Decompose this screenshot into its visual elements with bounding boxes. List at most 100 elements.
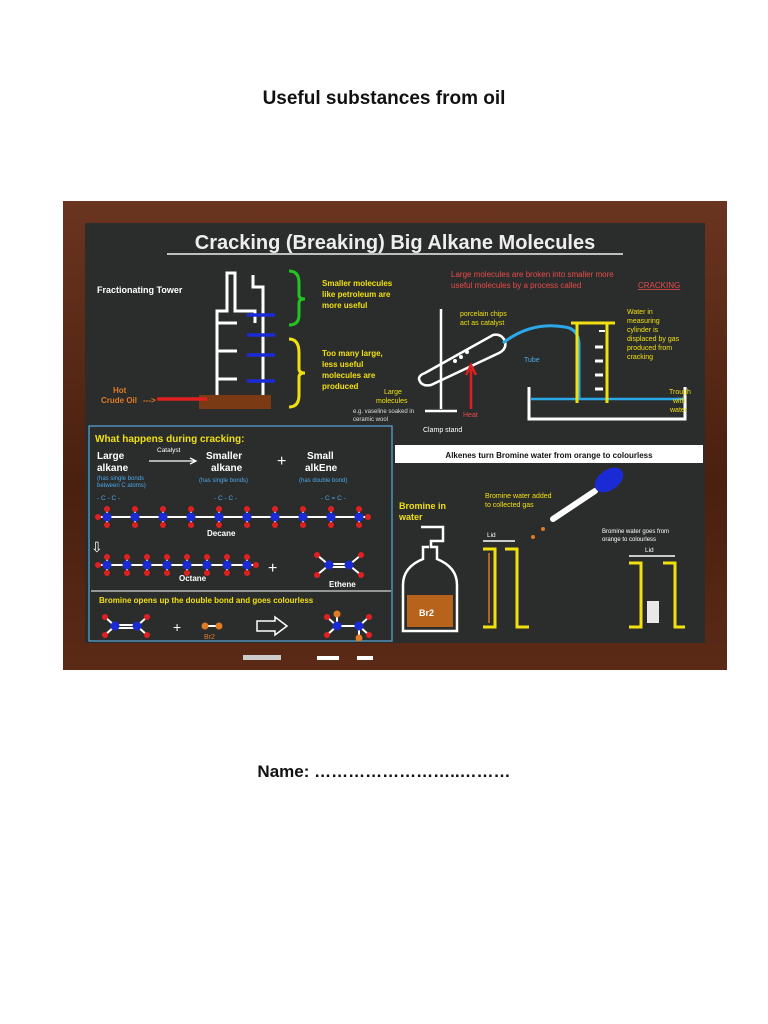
plus-sign-2: + [268,560,277,577]
alkenes-banner-bg [395,445,703,463]
bromine-in-water-label: Bromine in water [398,501,446,522]
large-alkane-note-line: between C atoms) [97,483,146,489]
boiling-tube [417,333,507,387]
porcelain-line: porcelain chips [460,311,507,318]
intro-line: useful molecules by a process called [451,281,581,290]
tube-label: Tube [524,357,540,364]
large-alkane-line: alkane [97,463,129,474]
down-arrow-icon: ⇩ [91,539,103,555]
lid-label-2: Lid [645,547,654,554]
dibromo-product-molecule [324,610,372,642]
ethene-label: Ethene [329,580,356,589]
crude-oil-arrow: ---> [143,396,156,405]
clamp-stand-drawing [425,309,457,413]
fractionating-tower-label: Fractionating Tower [97,285,183,295]
heat-arrow-head [464,362,478,376]
page-title: Useful substances from oil [262,88,506,109]
br2-bottle-label: Br2 [419,608,434,618]
chalkboard-frame: Cracking (Breaking) Big Alkane Molecules… [63,201,727,670]
chalk-tray [223,653,523,663]
smaller-molecules-text: Smaller molecules like petroleum are mor… [322,279,393,310]
alkenes-banner-text: Alkenes turn Bromine water from orange t… [445,451,653,460]
small-alkene-line: Small [307,451,334,462]
ethene-molecule [314,552,364,578]
porcelain-line: act as catalyst [460,320,504,327]
smaller-molecules-line: more useful [322,301,367,310]
heat-label: Heat [463,412,478,419]
bromine-added-line: to collected gas [485,502,534,509]
smaller-alkane-line: Smaller [206,451,242,462]
trough-text: Trough with water [669,389,691,414]
bromine-goes-line: orange to colourless [602,537,656,543]
bond-single-2: - C - C - [214,495,237,502]
octane-molecule [95,554,259,576]
too-many-line: less useful [322,360,363,369]
cylinder-line: Water in [627,309,653,316]
too-many-line: produced [322,382,359,391]
bromine-goes-line: Bromine water goes from [602,529,669,535]
trough-line: water [669,407,688,414]
name-field[interactable]: Name: ……………………..……… [257,762,511,781]
test-tube-orange [483,547,529,629]
large-alkane-line: Large [97,451,125,462]
chalkboard: Cracking (Breaking) Big Alkane Molecules… [85,223,705,643]
cylinder-line: displaced by gas [627,336,680,343]
crude-oil-pool [199,395,271,409]
cylinder-line: cylinder is [627,327,659,334]
measuring-cylinder [571,321,615,403]
smaller-molecules-line: like petroleum are [322,290,391,299]
tower-trays [247,313,275,383]
cylinder-line: measuring [627,318,660,325]
bromine-molecule [201,622,223,630]
small-alkene-label: Small alkEne [305,451,338,474]
vaseline-line: ceramic wool [353,417,388,423]
delivery-tube [502,324,581,399]
bromine-goes-text: Bromine water goes from orange to colour… [602,529,669,543]
too-many-line: molecules are [322,371,376,380]
hot-label: Hot [113,386,127,395]
alkene-reactant-molecule [102,614,150,638]
trough-drawing [527,387,687,421]
poster-heading: Cracking (Breaking) Big Alkane Molecules [195,232,595,254]
reaction-arrow-icon [256,615,289,637]
bromine-bottle [401,525,459,633]
green-bracket [288,269,306,327]
clamp-stand-label: Clamp stand [423,427,462,434]
cylinder-line: produced from [627,345,672,352]
colourless-solution [647,601,659,623]
cracking-panel-border [88,425,393,642]
large-alkane-note: (has single bonds between C atoms) [97,476,146,489]
decane-label: Decane [207,529,236,538]
vaseline-text: e.g. vaseline soaked in ceramic wool [353,409,414,423]
decane-molecule [95,506,371,528]
catalyst-label: Catalyst [157,447,181,454]
plus-sign-3: + [173,619,181,635]
large-molecules-line: Large [384,389,402,396]
trough-line: with [672,398,686,405]
large-molecules-text: Large molecules [376,389,408,405]
smaller-molecules-line: Smaller molecules [322,279,393,288]
cracking-poster: Cracking (Breaking) Big Alkane Molecules… [88,232,703,642]
plus-sign: + [277,453,286,470]
bromine-in-water-line: water [398,512,423,522]
bromine-in-water-line: Bromine in [399,501,446,511]
test-tube-colourless [629,561,685,629]
large-alkane-note-line: (has single bonds [97,476,144,482]
bromine-added-line: Bromine water added [485,493,552,500]
too-many-line: Too many large, [322,349,383,358]
small-alkene-line: alkEne [305,463,338,474]
bond-double: - C = C - [321,495,346,502]
small-alkene-note: (has double bond) [299,478,347,484]
cylinder-line: cracking [627,354,653,361]
bromine-opens-text: Bromine opens up the double bond and goe… [99,596,314,605]
yellow-bracket [288,337,306,409]
octane-label: Octane [179,574,207,583]
smaller-alkane-line: alkane [211,463,243,474]
porcelain-text: porcelain chips act as catalyst [460,311,507,327]
lid-label-1: Lid [487,532,496,539]
intro-line: Large molecules are broken into smaller … [451,270,614,279]
smaller-alkane-label: Smaller alkane [206,451,243,474]
too-many-large-text: Too many large, less useful molecules ar… [322,349,383,391]
smaller-alkane-note: (has single bonds) [199,478,248,484]
large-alkane-label: Large alkane [97,451,129,474]
